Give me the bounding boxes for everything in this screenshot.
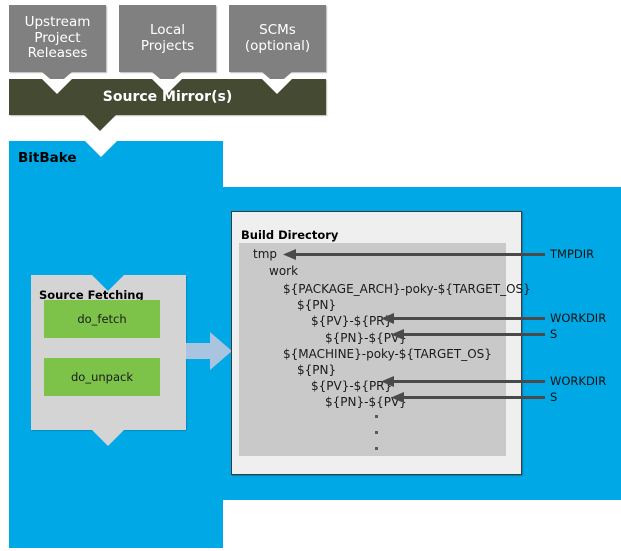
tree-node-work[interactable]: work: [269, 264, 299, 278]
callout-label: WORKDIR: [550, 311, 607, 325]
tree-node-pn-pv-1[interactable]: ${PN}-${PV}: [325, 331, 407, 345]
build-directory-inner-panel: tmp work ${PACKAGE_ARCH}-poky-${TARGET_OS}…: [239, 243, 531, 456]
source-box-upstream-project-releases[interactable]: Upstream Project Releases: [9, 5, 106, 72]
line-3: Releases: [27, 45, 88, 62]
line-1: Upstream: [24, 14, 91, 31]
tree-node-pn-2[interactable]: ${PN}: [297, 363, 337, 377]
callout-line: [390, 317, 545, 320]
ellipsis-dot: [375, 447, 378, 450]
mirror-down-arrow-icon: [84, 115, 116, 131]
callout-line: [390, 380, 545, 383]
tree-node-pn-pv-2[interactable]: ${PN}-${PV}: [325, 395, 407, 409]
ellipsis-dot: [375, 415, 378, 418]
callout-label: S: [550, 390, 558, 404]
tree-node-pv-pr-2[interactable]: ${PV}-${PR}: [311, 379, 393, 393]
line-2: (optional): [244, 37, 311, 54]
tree-node-package-arch[interactable]: ${PACKAGE_ARCH}-poky-${TARGET_OS}: [283, 282, 531, 296]
callout-arrowhead-icon: [391, 392, 404, 403]
task-do-fetch[interactable]: do_fetch: [44, 300, 160, 338]
task-label: do_fetch: [77, 312, 127, 326]
callout-line: [292, 253, 545, 256]
callout-arrowhead-icon: [391, 329, 404, 340]
tree-node-pv-pr-1[interactable]: ${PV}-${PR}: [311, 314, 393, 328]
source-box-local-projects[interactable]: Local Projects: [119, 5, 216, 72]
callout-arrowhead-icon: [283, 249, 296, 260]
callout-line: [400, 396, 545, 399]
bitbake-label: BitBake: [18, 150, 77, 166]
ellipsis-dot: [375, 431, 378, 434]
callout-label: S: [550, 327, 558, 341]
callout-label: WORKDIR: [550, 374, 607, 388]
task-do-unpack[interactable]: do_unpack: [44, 358, 160, 396]
line-2: Project: [34, 29, 81, 46]
source-mirror-label: Source Mirror(s): [102, 89, 233, 105]
source-fetching-title: Source Fetching: [39, 288, 144, 302]
flow-arrow-right-icon: [186, 332, 232, 370]
callout-arrowhead-icon: [381, 376, 394, 387]
line-1: SCMs: [259, 22, 296, 38]
source-box-scms-optional[interactable]: SCMs (optional): [229, 5, 326, 72]
callout-arrowhead-icon: [381, 313, 394, 324]
callout-line: [400, 333, 545, 336]
tree-node-pn-1[interactable]: ${PN}: [297, 298, 337, 312]
tree-node-tmp[interactable]: tmp: [253, 247, 278, 261]
tree-node-machine[interactable]: ${MACHINE}-poky-${TARGET_OS}: [283, 347, 492, 361]
task-label: do_unpack: [71, 370, 133, 384]
line-2: Projects: [140, 37, 195, 54]
build-directory-title: Build Directory: [241, 228, 339, 242]
line-1: Local: [150, 22, 185, 38]
callout-label: TMPDIR: [550, 247, 595, 261]
